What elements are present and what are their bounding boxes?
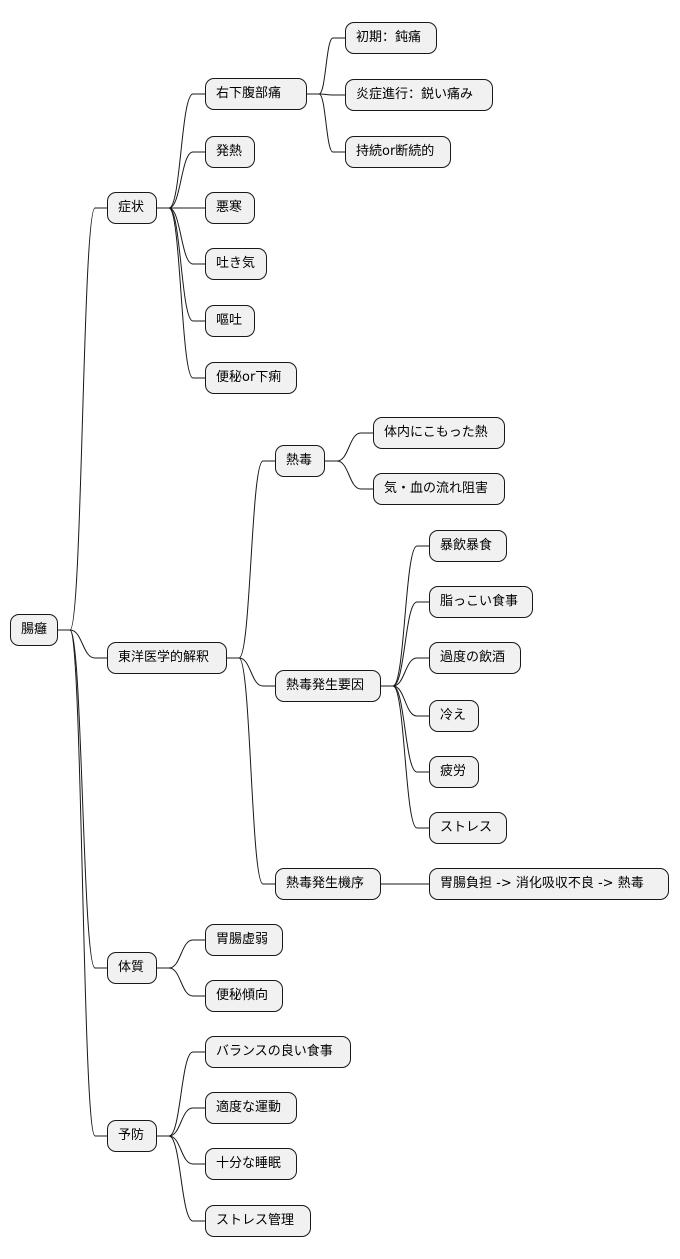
mindmap-node-stress-management: ストレス管理 [205,1205,311,1237]
mindmap-node-weak-stomach: 胃腸虚弱 [205,924,283,956]
edge-root-symptoms [58,207,107,631]
mindmap-node-heat-toxin: 熱毒 [275,445,325,477]
edge-eastern-heat-cause [227,657,275,687]
edge-root-eastern [58,629,107,659]
mindmap-node-symptoms: 症状 [107,192,157,224]
edge-heat-cause-alcohol [381,657,429,687]
mindmap-node-fatigue: 疲労 [429,756,479,788]
edge-prevention-stress-management [157,1135,205,1222]
mindmap-node-internal-heat: 体内にこもった熱 [373,417,505,449]
edge-root-prevention [58,629,107,1137]
mindmap-node-early-dull-pain: 初期：鈍痛 [345,22,437,54]
mindmap-node-prevention: 予防 [107,1120,157,1152]
mindmap-node-chills: 悪寒 [205,192,255,224]
edge-eastern-heat-toxin [227,460,275,659]
mindmap-node-continuous-pain: 持続or断続的 [345,136,451,168]
edge-heat-cause-stress [381,685,429,829]
mindmap-node-root: 腸癰 [10,614,58,646]
edge-heat-toxin-internal-heat [325,432,373,462]
mindmap-node-qi-blood: 気・血の流れ阻害 [373,473,505,505]
mindmap-node-alcohol: 過度の飲酒 [429,642,521,674]
edge-symptoms-fever [157,151,205,209]
edge-prevention-sleep [157,1135,205,1165]
edge-heat-toxin-qi-blood [325,460,373,490]
mindmap-node-cold: 冷え [429,700,479,732]
mindmap-node-fever: 発熱 [205,136,255,168]
edge-heat-cause-cold [381,685,429,717]
edge-symptoms-nausea [157,207,205,265]
edge-constitution-constipation-tendency [157,967,205,997]
edge-heat-cause-overeating [381,545,429,687]
mindmap-node-heat-cause: 熱毒発生要因 [275,670,381,702]
edge-rlq-pain-continuous-pain [307,93,345,153]
mindmap-node-bowel: 便秘or下痢 [205,362,297,394]
mindmap-node-balanced-diet: バランスの良い食事 [205,1036,351,1068]
edge-symptoms-bowel [157,207,205,379]
mindmap-node-sharp-pain: 炎症進行：鋭い痛み [345,79,493,111]
mindmap-node-eastern: 東洋医学的解釈 [107,642,227,674]
edge-prevention-exercise [157,1107,205,1137]
mindmap-node-greasy-food: 脂っこい食事 [429,586,533,618]
mindmap-node-heat-mechanism: 熱毒発生機序 [275,868,381,900]
mindmap-node-constipation-tendency: 便秘傾向 [205,980,283,1012]
mindmap-node-vomiting: 嘔吐 [205,305,255,337]
edge-root-constitution [58,629,107,969]
edge-eastern-heat-mechanism [227,657,275,885]
edge-constitution-weak-stomach [157,939,205,969]
edge-symptoms-rlq-pain [157,93,205,209]
mindmap-node-nausea: 吐き気 [205,248,267,280]
edge-prevention-balanced-diet [157,1051,205,1137]
edge-heat-cause-greasy-food [381,601,429,687]
mindmap-node-stress: ストレス [429,812,507,844]
mindmap-node-overeating: 暴飲暴食 [429,530,507,562]
edge-rlq-pain-early-dull-pain [307,37,345,95]
mindmap-node-exercise: 適度な運動 [205,1092,297,1124]
mindmap-node-sleep: 十分な睡眠 [205,1148,297,1180]
mindmap-node-constitution: 体質 [107,952,157,984]
mindmap-node-mechanism-chain: 胃腸負担 -> 消化吸収不良 -> 熱毒 [429,868,669,900]
mindmap-node-rlq-pain: 右下腹部痛 [205,78,307,110]
